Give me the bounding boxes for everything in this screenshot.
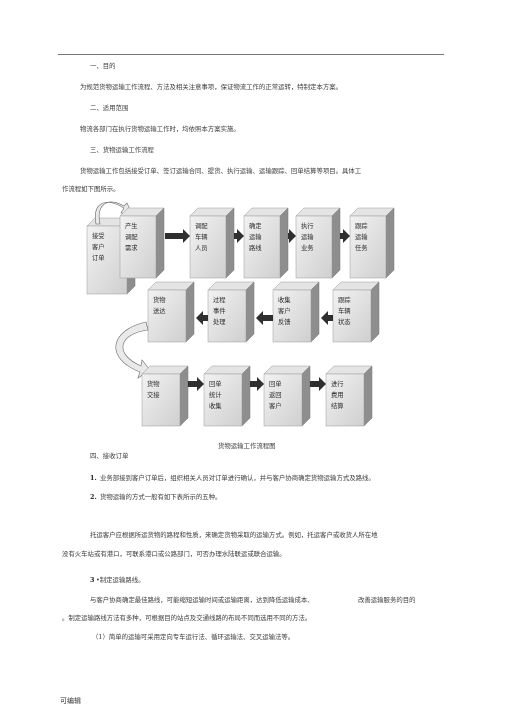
para-route-1: 与客户协商确定最佳路线，可能缩短运输时间或运输距离，达到降低运输成本、 bbox=[90, 596, 314, 604]
flow-box-label: 确定 bbox=[249, 221, 262, 230]
flow-box-label: 回单 bbox=[209, 379, 222, 388]
para-workflow-2: 作流程如下图所示。 bbox=[62, 185, 120, 193]
flow-box-label: 费用 bbox=[331, 390, 344, 399]
arrow-row1-1 bbox=[165, 229, 190, 243]
heading-orders: 四、接收订单 bbox=[90, 452, 129, 460]
para-workflow-1: 货物运输工作包括接受订单、签订运输合同、提货、执行运输、运输跟踪、回单结算等项目… bbox=[80, 167, 362, 175]
arrow-row1-2 bbox=[234, 229, 244, 243]
flow-box-label: 货物 bbox=[153, 295, 166, 304]
arrow-row3-1 bbox=[188, 377, 204, 391]
para-route-1b: 改善运输服务的目的 bbox=[358, 596, 416, 604]
flow-box-label: 回单 bbox=[269, 379, 282, 388]
flow-box-label: 调配 bbox=[125, 232, 138, 241]
flow-box-label: 订单 bbox=[92, 253, 105, 262]
flow-box-label: 交接 bbox=[147, 390, 160, 399]
heading-purpose: 一、目的 bbox=[90, 62, 116, 70]
flow-box-label: 统计 bbox=[209, 390, 222, 399]
arrow-row2-2 bbox=[256, 311, 273, 325]
flow-box-label: 任务 bbox=[355, 243, 368, 252]
flow-box-label: 运输 bbox=[301, 232, 314, 241]
para-transport-2: 没有火车站或有港口，可联系港口或公路部门，可否办理水陆联运或联合运输。 bbox=[62, 550, 286, 558]
para-route-3: （1）简单的运输可采用定向专车运行法、循环运输法、交叉运输法等。 bbox=[92, 633, 295, 641]
item-2-text: 货物运输的方式一般有如下表所示的五种。 bbox=[100, 493, 222, 501]
flow-box-label: 收集 bbox=[209, 401, 222, 410]
flow-box-label: 结算 bbox=[331, 401, 344, 410]
footer-editable: 可编辑 bbox=[60, 697, 81, 705]
header-rule bbox=[58, 54, 444, 55]
arrow-row3-2 bbox=[250, 377, 264, 391]
para-transport-1: 托运客户应根据所运货物的路程和性质，来确定货物采取的运输方式。例如，托运客户或收… bbox=[90, 531, 378, 539]
flow-box-label: 业务 bbox=[301, 243, 314, 252]
flow-box-label: 状态 bbox=[338, 317, 351, 326]
flow-box-label: 跟踪 bbox=[355, 221, 368, 230]
flow-box-label: 产生 bbox=[125, 221, 138, 230]
para-purpose: 为规范货物运输工作流程、方法及相关注意事项，保证物流工作的正常运转，特制定本方案… bbox=[80, 83, 343, 91]
flow-box-label: 反馈 bbox=[278, 317, 291, 326]
figure-caption: 货物运输工作流程图 bbox=[218, 442, 276, 450]
flow-box-label: 人员 bbox=[195, 244, 208, 252]
flow-box-label: 货物 bbox=[147, 379, 160, 388]
flow-box-label: 跟踪 bbox=[338, 295, 351, 304]
arrow-row2-3 bbox=[321, 311, 333, 325]
curved-arrow-2 bbox=[115, 321, 151, 379]
flow-box-label: 客户 bbox=[278, 306, 291, 315]
item-1-number: 1. bbox=[90, 474, 97, 482]
para-scope: 物流各部门在执行货物运输工作时，均依照本方案实施。 bbox=[80, 125, 240, 133]
flow-box-label: 车辆 bbox=[195, 232, 208, 241]
flow-box-label: 事件 bbox=[213, 306, 226, 315]
arrow-row2-1 bbox=[196, 311, 208, 325]
flow-box-label: 接受 bbox=[92, 231, 105, 240]
flow-box-label: 客户 bbox=[92, 242, 105, 251]
item-3-number: 3 bbox=[90, 576, 95, 584]
heading-scope: 二、适用范围 bbox=[90, 104, 129, 112]
arrow-row1-4 bbox=[340, 229, 350, 243]
flow-box-label: 执行 bbox=[301, 221, 314, 230]
flow-box-label: 处理 bbox=[213, 317, 226, 326]
item-2-number: 2. bbox=[90, 493, 97, 501]
arrow-row1-3 bbox=[288, 229, 296, 243]
flow-box-label: 运输 bbox=[249, 232, 262, 241]
item-1-text: 业务部接到客户订单后，组织相关人员对订单进行确认，并与客户协商确定货物运输方式及… bbox=[100, 474, 375, 482]
item-3-text: •制定运输路线。 bbox=[96, 576, 145, 584]
flow-box-label: 运输 bbox=[355, 232, 368, 241]
flow-box-label: 客户 bbox=[269, 401, 282, 410]
para-route-2: 。制定运输路线方法有多种，可根据目的站点及交通线路的布局不同而选用不同的方法。 bbox=[62, 614, 312, 622]
flow-box-label: 收集 bbox=[278, 295, 291, 304]
flow-box-label: 车辆 bbox=[338, 306, 351, 315]
flow-box-label: 进行 bbox=[331, 379, 344, 388]
heading-workflow: 三、货物运输工作流程 bbox=[90, 146, 154, 154]
arrow-row3-3 bbox=[310, 377, 326, 391]
flow-box-label: 返回 bbox=[269, 391, 282, 399]
flow-box-label: 调配 bbox=[195, 221, 208, 230]
flow-box-label: 路线 bbox=[249, 243, 262, 252]
flow-box-label: 需求 bbox=[125, 243, 138, 252]
flow-box-label: 送达 bbox=[153, 306, 166, 315]
flow-box-label: 过程 bbox=[213, 295, 226, 304]
